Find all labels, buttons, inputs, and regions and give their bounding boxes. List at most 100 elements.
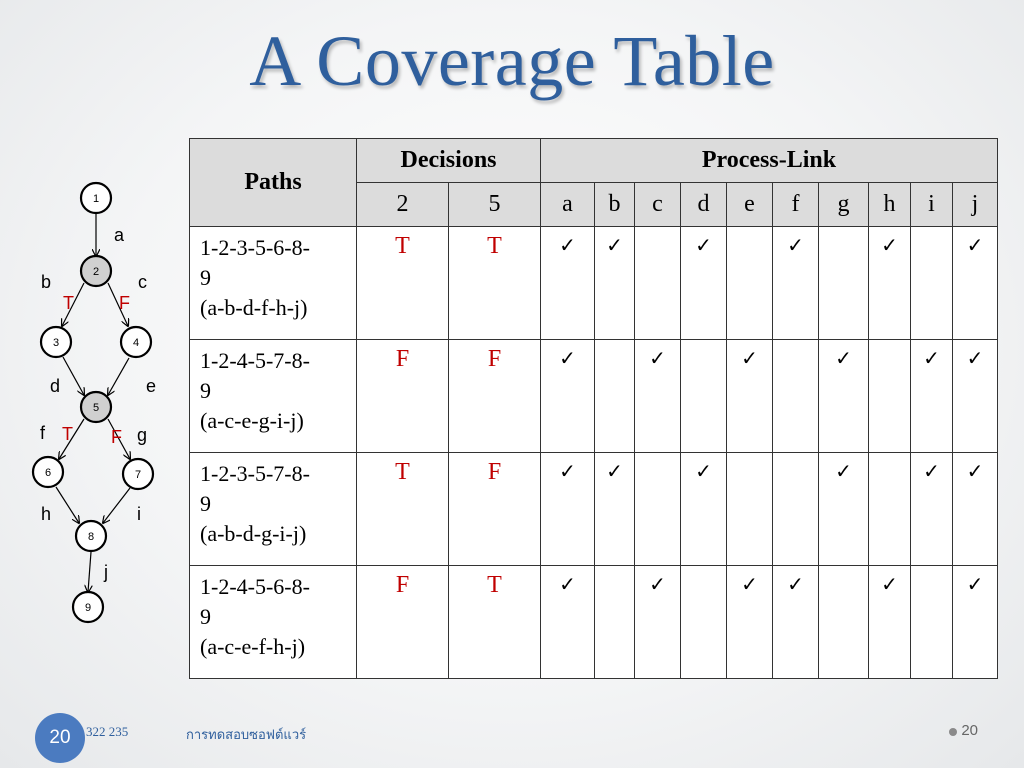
link-cell: ✓	[540, 226, 595, 340]
check-mark-icon: ✓	[741, 346, 758, 370]
link-cell: ✓	[868, 226, 911, 340]
link-cell	[818, 226, 869, 340]
link-cell: ✓	[594, 452, 635, 566]
node-label: 3	[53, 337, 59, 349]
link-cell	[868, 452, 911, 566]
link-cell	[868, 339, 911, 453]
link-cell: ✓	[680, 452, 727, 566]
node-5	[79, 390, 113, 424]
link-col-header: f	[772, 182, 819, 227]
slide-title: A Coverage Table	[249, 21, 775, 101]
link-col-header: b	[594, 182, 635, 227]
link-cell	[680, 565, 727, 679]
check-mark-icon: ✓	[695, 233, 712, 257]
link-cell: ✓	[952, 226, 998, 340]
node-label: 1	[93, 193, 99, 205]
edge-c	[107, 282, 128, 326]
decisions-header: Decisions	[356, 138, 541, 183]
link-cell: ✓	[594, 226, 635, 340]
path-cell: 1-2-4-5-6-8- 9 (a-c-e-f-h-j)	[189, 565, 357, 679]
decision-cell: F	[356, 565, 449, 679]
link-cell: ✓	[634, 339, 681, 453]
link-cell: ✓	[540, 565, 595, 679]
link-cell	[772, 339, 819, 453]
decision-cell: F	[356, 339, 449, 453]
check-mark-icon: ✓	[966, 572, 984, 596]
check-mark-icon: ✓	[559, 572, 576, 596]
check-mark-icon: ✓	[559, 346, 576, 370]
path-cell: 1-2-3-5-7-8- 9 (a-b-d-g-i-j)	[189, 452, 357, 566]
edge-label-f: f	[40, 423, 46, 443]
path-cell: 1-2-4-5-7-8- 9 (a-c-e-g-i-j)	[189, 339, 357, 453]
node-6	[31, 455, 65, 489]
check-mark-icon: ✓	[966, 233, 984, 257]
edge-j	[88, 551, 91, 592]
link-cell: ✓	[634, 565, 681, 679]
node-3	[39, 325, 73, 359]
check-mark-icon: ✓	[606, 459, 623, 483]
link-cell: ✓	[772, 565, 819, 679]
link-col-header: c	[634, 182, 681, 227]
decision-col-header: 5	[448, 182, 541, 227]
node-9	[71, 590, 105, 624]
link-cell: ✓	[952, 452, 998, 566]
link-cell	[772, 452, 819, 566]
process-link-header: Process-Link	[540, 138, 998, 183]
edge-f	[59, 418, 85, 459]
edge-g	[107, 418, 130, 459]
check-mark-icon: ✓	[966, 459, 984, 483]
link-col-header: g	[818, 182, 869, 227]
link-col-header: i	[910, 182, 953, 227]
control-flow-graph: 1 2 3 4 5 6 7 8 9 a b c d e f g h i j T …	[31, 181, 156, 624]
check-mark-icon: ✓	[695, 459, 712, 483]
paths-header: Paths	[189, 138, 357, 227]
link-cell	[594, 339, 635, 453]
decision-cell: T	[356, 226, 449, 340]
edge-label-i: i	[137, 504, 141, 524]
link-cell	[910, 226, 953, 340]
node-2	[79, 254, 113, 288]
link-cell: ✓	[726, 565, 773, 679]
link-col-header: h	[868, 182, 911, 227]
check-mark-icon: ✓	[881, 233, 898, 257]
node-1	[79, 181, 113, 215]
check-mark-icon: ✓	[649, 572, 666, 596]
check-mark-icon: ✓	[787, 572, 804, 596]
false-label: F	[119, 293, 130, 313]
link-cell: ✓	[818, 339, 869, 453]
node-label: 5	[93, 402, 99, 414]
path-cell: 1-2-3-5-6-8- 9 (a-b-d-f-h-j)	[189, 226, 357, 340]
node-label: 9	[85, 602, 91, 614]
check-mark-icon: ✓	[741, 572, 758, 596]
node-8	[74, 519, 108, 553]
coverage-table: Paths Decisions Process-Link 2 5 a b c d…	[189, 138, 998, 679]
link-cell	[726, 226, 773, 340]
edge-label-a: a	[114, 225, 125, 245]
link-col-header: j	[952, 182, 998, 227]
true-label: T	[62, 424, 73, 444]
link-cell	[680, 339, 727, 453]
link-col-header: a	[540, 182, 595, 227]
edge-label-b: b	[41, 272, 51, 292]
check-mark-icon: ✓	[559, 233, 576, 257]
check-mark-icon: ✓	[835, 459, 852, 483]
link-cell: ✓	[952, 565, 998, 679]
edge-h	[55, 486, 79, 523]
course-subject: การทดสอบซอฟต์แวร์	[186, 728, 307, 743]
link-cell	[594, 565, 635, 679]
edge-label-e: e	[146, 376, 156, 396]
edge-label-d: d	[50, 376, 60, 396]
edge-e	[108, 357, 130, 395]
link-cell: ✓	[726, 339, 773, 453]
node-label: 4	[133, 337, 139, 349]
decision-cell: F	[448, 339, 541, 453]
node-label: 2	[93, 266, 99, 278]
link-cell	[818, 565, 869, 679]
link-cell	[726, 452, 773, 566]
node-7	[121, 457, 155, 491]
link-cell: ✓	[910, 339, 953, 453]
link-col-header: d	[680, 182, 727, 227]
node-label: 8	[88, 531, 94, 543]
